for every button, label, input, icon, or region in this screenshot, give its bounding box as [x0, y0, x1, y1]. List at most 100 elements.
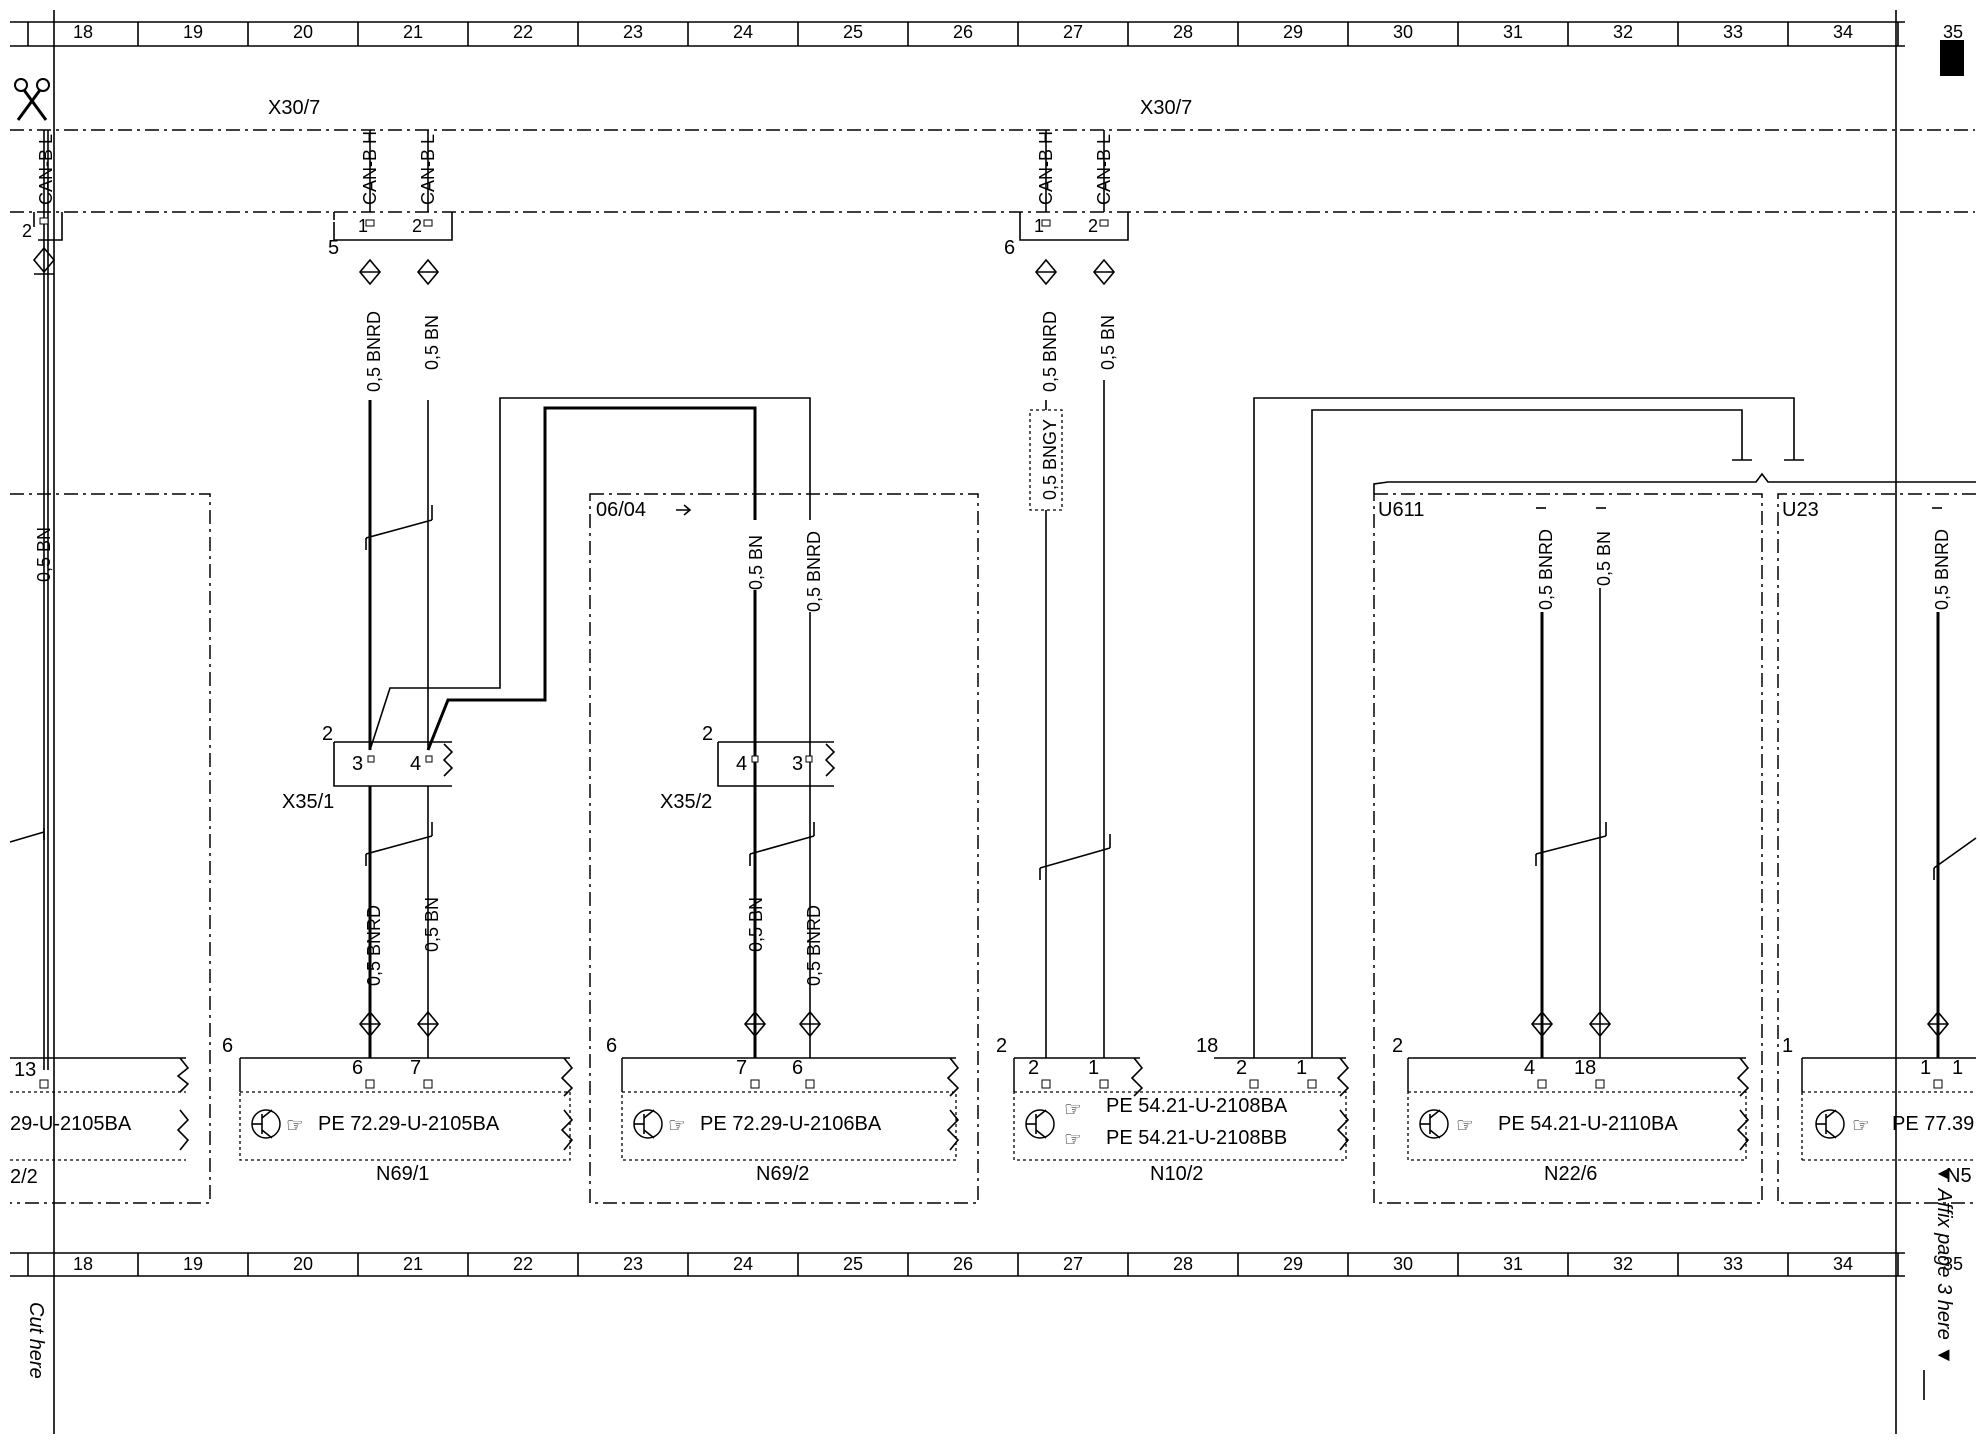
svg-text:1: 1 — [1782, 1035, 1793, 1057]
top-grid-number: 19 — [183, 22, 203, 42]
svg-text:0,5 BNRD: 0,5 BNRD — [364, 905, 384, 986]
transistor-icon — [1025, 1109, 1055, 1139]
svg-text:U23: U23 — [1782, 499, 1819, 521]
transistor-icon — [1815, 1109, 1845, 1139]
component-n69-2: 6 7 6 ☞ PE 72.29-U-2106BA N69/2 — [606, 1035, 960, 1185]
component-left-partial: 13 29-U-2105BA 2/2 — [10, 493, 211, 1204]
svg-text:0,5 BNRD: 0,5 BNRD — [1932, 529, 1952, 610]
svg-text:13: 13 — [14, 1059, 36, 1081]
svg-text:1: 1 — [1034, 216, 1044, 236]
svg-text:PE 72.29-U-2105BA: PE 72.29-U-2105BA — [318, 1113, 500, 1135]
svg-text:CAN-B L: CAN-B L — [36, 134, 56, 205]
svg-text:2: 2 — [1088, 216, 1098, 236]
svg-text:6: 6 — [792, 1057, 803, 1079]
top-grid-number: 23 — [623, 22, 643, 42]
svg-text:18: 18 — [1574, 1057, 1596, 1079]
bottom-grid-number: 35 — [1943, 1254, 1963, 1274]
svg-text:5: 5 — [328, 237, 339, 259]
svg-text:PE 54.21-U-2108BB: PE 54.21-U-2108BB — [1106, 1127, 1287, 1149]
svg-text:06/04: 06/04 — [596, 499, 646, 521]
svg-text:1: 1 — [1920, 1057, 1931, 1079]
wires-n10-2: CAN-B H CAN-B L 6 1 2 0,5 BNRD 0,5 BN 0,… — [1004, 130, 1129, 1058]
pointing-hand-icon: ☞ — [1064, 1129, 1082, 1151]
component-n10-2: 2 18 2 1 2 1 ☞ ☞ PE 54.21-U-2108BA PE 54… — [996, 397, 1804, 1185]
top-grid-number: 35 — [1943, 22, 1963, 42]
wire-left-canbl: CAN-B L 2 0,5 BN — [9, 130, 63, 1070]
bottom-grid-number: 29 — [1283, 1254, 1303, 1274]
svg-text:1: 1 — [1296, 1057, 1307, 1079]
svg-text:PE 72.29-U-2106BA: PE 72.29-U-2106BA — [700, 1113, 882, 1135]
svg-text:N10/2: N10/2 — [1150, 1163, 1203, 1185]
pointing-hand-icon: ☞ — [286, 1115, 304, 1137]
top-grid-number: 21 — [403, 22, 423, 42]
bottom-grid-number: 32 — [1613, 1254, 1633, 1274]
top-grid-number: 31 — [1503, 22, 1523, 42]
wires-n22-6: 0,5 BNRD 0,5 BN — [1530, 507, 1614, 1058]
svg-text:6: 6 — [606, 1035, 617, 1057]
svg-text:2: 2 — [996, 1035, 1007, 1057]
bottom-grid-number: 23 — [623, 1254, 643, 1274]
transistor-icon — [1419, 1109, 1449, 1139]
transistor-icon — [251, 1109, 281, 1139]
bottom-grid-number: 34 — [1833, 1254, 1853, 1274]
svg-text:PE 54.21-U-2110BA: PE 54.21-U-2110BA — [1498, 1113, 1678, 1135]
bottom-grid-number: 22 — [513, 1254, 533, 1274]
svg-text:0,5 BN: 0,5 BN — [422, 315, 442, 370]
top-grid-number: 28 — [1173, 22, 1193, 42]
bottom-grid-number: 20 — [293, 1254, 313, 1274]
svg-text:4: 4 — [736, 753, 747, 775]
top-grid-number: 24 — [733, 22, 753, 42]
svg-text:X35/2: X35/2 — [660, 791, 712, 813]
top-grid-number: 32 — [1613, 22, 1633, 42]
bottom-grid-number: 33 — [1723, 1254, 1743, 1274]
svg-text:2: 2 — [22, 221, 32, 241]
svg-text:6: 6 — [352, 1057, 363, 1079]
x30-7-label-left: X30/7 — [268, 97, 320, 119]
svg-text:U611: U611 — [1378, 499, 1424, 521]
page-marker — [1940, 40, 1964, 76]
svg-text:X35/1: X35/1 — [282, 791, 334, 813]
bottom-grid-number: 28 — [1173, 1254, 1193, 1274]
svg-text:2: 2 — [322, 723, 333, 745]
pointing-hand-icon: ☞ — [668, 1115, 686, 1137]
svg-text:7: 7 — [736, 1057, 747, 1079]
component-right-partial: U23 0,5 BNRD 1 1 1 ☞ PE 77.39 N5 — [1777, 493, 1977, 1204]
top-grid-number: 29 — [1283, 22, 1303, 42]
svg-text:0,5 BNRD: 0,5 BNRD — [1040, 311, 1060, 392]
wires-n69-1: CAN-B H CAN-B L 5 1 2 0,5 BNRD 0,5 BN 2 … — [282, 130, 811, 1058]
svg-text:0,5 BN: 0,5 BN — [34, 527, 54, 582]
pointing-hand-icon: ☞ — [1064, 1099, 1082, 1121]
pointing-hand-icon: ☞ — [1456, 1115, 1474, 1137]
scissors-icon — [14, 78, 50, 121]
svg-text:3: 3 — [792, 753, 803, 775]
svg-text:N5: N5 — [1946, 1165, 1972, 1187]
svg-text:0,5 BN: 0,5 BN — [1098, 315, 1118, 370]
pointing-hand-icon: ☞ — [1852, 1115, 1870, 1137]
svg-text:2: 2 — [412, 216, 422, 236]
bottom-grid-number: 27 — [1063, 1254, 1083, 1274]
svg-text:18: 18 — [1196, 1035, 1218, 1057]
svg-text:29-U-2105BA: 29-U-2105BA — [10, 1113, 132, 1135]
svg-text:0,5 BNGY: 0,5 BNGY — [1040, 419, 1060, 500]
wires-n69-2: 0,5 BN 0,5 BNRD 2 4 3 X35/2 0,5 BN 0,5 B… — [660, 531, 836, 1058]
svg-text:6: 6 — [222, 1035, 233, 1057]
svg-text:2: 2 — [702, 723, 713, 745]
affix-instruction: ▼ Affix page 3 here ▼ — [1933, 1164, 1955, 1365]
top-grid-number: 22 — [513, 22, 533, 42]
top-grid-number: 27 — [1063, 22, 1083, 42]
svg-text:2: 2 — [1392, 1035, 1403, 1057]
bottom-grid-number: 25 — [843, 1254, 863, 1274]
bottom-grid-number: 30 — [1393, 1254, 1413, 1274]
svg-text:0,5 BN: 0,5 BN — [746, 535, 766, 590]
top-grid-number: 33 — [1723, 22, 1743, 42]
svg-text:1: 1 — [1952, 1057, 1963, 1079]
svg-text:1: 1 — [1088, 1057, 1099, 1079]
svg-text:0,5 BNRD: 0,5 BNRD — [804, 905, 824, 986]
bottom-grid-number: 26 — [953, 1254, 973, 1274]
svg-text:0,5 BN: 0,5 BN — [422, 897, 442, 952]
svg-text:N22/6: N22/6 — [1544, 1163, 1597, 1185]
cut-here-label: Cut here — [25, 1302, 47, 1379]
bottom-grid-number: 19 — [183, 1254, 203, 1274]
svg-text:0,5 BNRD: 0,5 BNRD — [1536, 529, 1556, 610]
